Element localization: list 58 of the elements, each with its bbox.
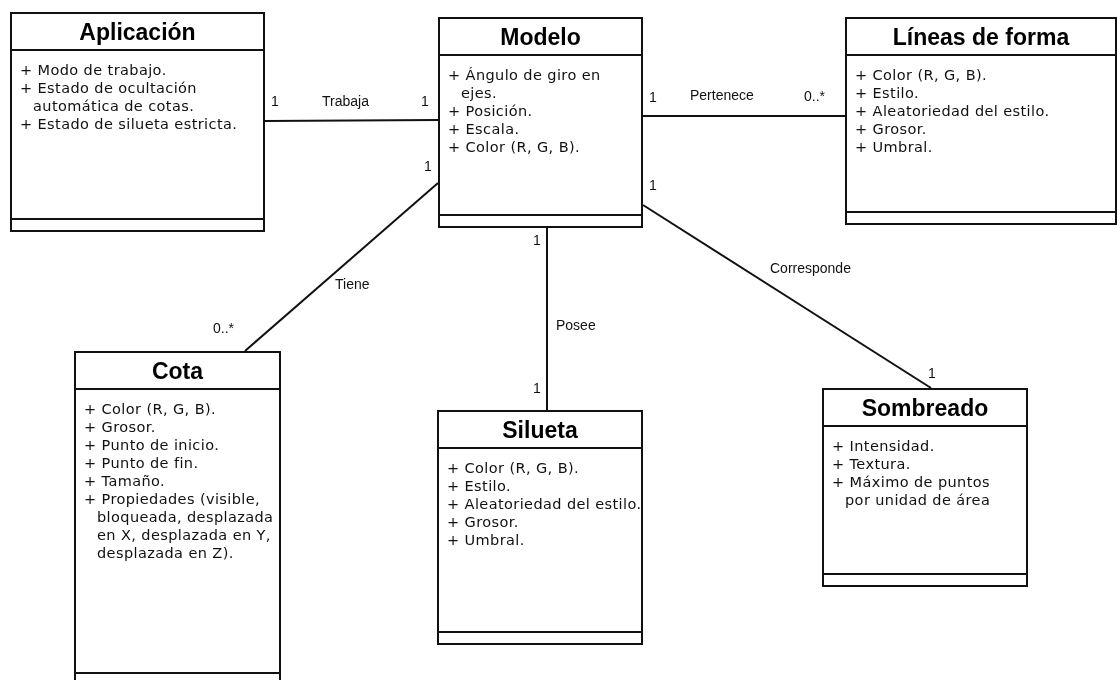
attribute-text: + Color (R, G, B). [448, 138, 582, 156]
multiplicity-label: 0..* [804, 88, 825, 104]
multiplicity-label: 1 [928, 365, 936, 381]
association-line [642, 204, 932, 389]
multiplicity-label: 0..* [213, 320, 234, 336]
class-name: Sombreado [861, 395, 989, 421]
edge-label: Pertenece [690, 87, 754, 103]
edge-label: Posee [556, 317, 596, 333]
attribute-text: + Punto de inicio. [84, 436, 221, 454]
attribute-text: + Estado de silueta estricta. [20, 115, 239, 133]
class-box [74, 351, 281, 680]
association-line [642, 115, 846, 117]
attribute-text: + Ángulo de giro en ejes. [448, 66, 602, 102]
attribute-text: + Estilo. [855, 84, 921, 102]
class-box [845, 17, 1117, 225]
attribute-text: + Modo de trabajo. [20, 61, 168, 79]
attribute-text: + Aleatoriedad del estilo. [447, 495, 643, 513]
attribute-text: + Color (R, G, B). [84, 400, 218, 418]
multiplicity-label: 1 [649, 89, 657, 105]
attribute-text: + Estilo. [447, 477, 513, 495]
class-name: Silueta [502, 417, 578, 443]
attribute-text: + Intensidad. [832, 437, 936, 455]
class-box [10, 12, 265, 232]
attribute-text: + Textura. [832, 455, 912, 473]
attribute-text: + Grosor. [84, 418, 157, 436]
attribute-text: + Color (R, G, B). [855, 66, 989, 84]
attribute-text: + Máximo de puntos por unidad de área [832, 473, 992, 509]
attribute-text: + Umbral. [855, 138, 934, 156]
multiplicity-label: 1 [649, 177, 657, 193]
attribute-text: + Grosor. [447, 513, 520, 531]
association-line [264, 119, 439, 122]
attribute-text: + Aleatoriedad del estilo. [855, 102, 1051, 120]
attribute-text: + Estado de ocultación automática de cotas. [20, 79, 198, 115]
class-box [437, 410, 643, 645]
attribute-text: + Propiedades (visible, bloqueada, desplazada en X, desplazada en Y, desplazada en Z). [84, 490, 275, 562]
class-name: Aplicación [79, 19, 196, 45]
class-box [438, 17, 643, 228]
multiplicity-label: 1 [533, 232, 541, 248]
attribute-text: + Punto de fin. [84, 454, 200, 472]
attribute-text: + Posición. [448, 102, 534, 120]
multiplicity-label: 1 [533, 380, 541, 396]
attribute-text: + Tamaño. [84, 472, 167, 490]
edge-label: Corresponde [770, 260, 851, 276]
attribute-text: + Escala. [448, 120, 521, 138]
edge-label: Tiene [335, 276, 370, 292]
multiplicity-label: 1 [424, 158, 432, 174]
class-name: Líneas de forma [892, 24, 1070, 50]
multiplicity-label: 1 [421, 93, 429, 109]
multiplicity-label: 1 [271, 93, 279, 109]
attribute-text: + Umbral. [447, 531, 526, 549]
class-name: Cota [151, 358, 204, 384]
association-line [244, 182, 439, 352]
class-box [822, 388, 1028, 587]
edge-label: Trabaja [322, 93, 369, 109]
attribute-text: + Grosor. [855, 120, 928, 138]
attribute-text: + Color (R, G, B). [447, 459, 581, 477]
class-name: Modelo [500, 24, 581, 50]
association-line [546, 227, 548, 411]
